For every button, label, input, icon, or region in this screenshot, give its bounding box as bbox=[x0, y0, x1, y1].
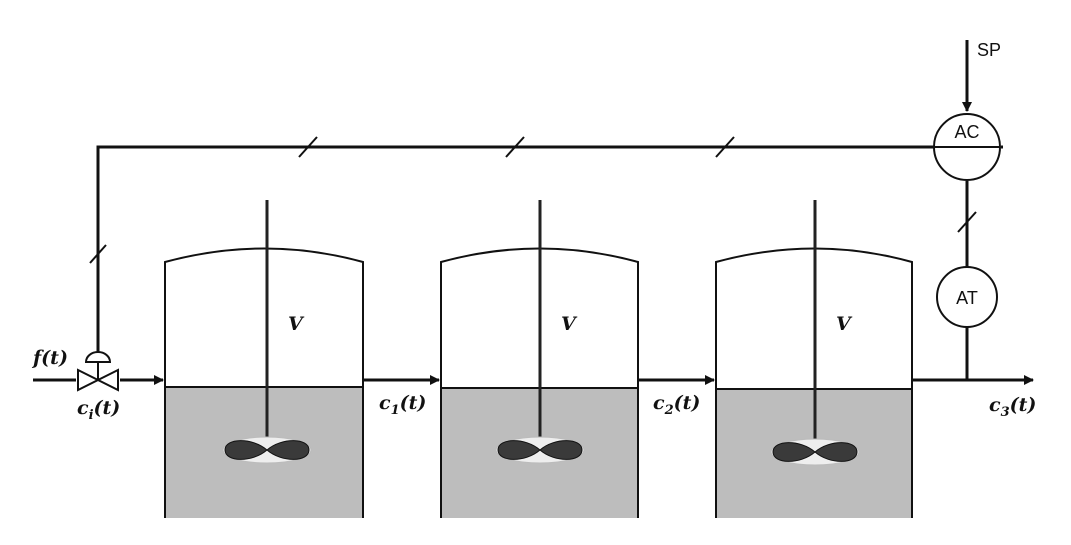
control-signal-line bbox=[96, 145, 937, 352]
control-valve-icon bbox=[77, 351, 119, 392]
tank-3-outlet-concentration-label: c3(t) bbox=[989, 394, 1036, 420]
tank-2-impeller-icon bbox=[495, 436, 585, 464]
transmitter-label: AT bbox=[956, 288, 978, 308]
tank-1-impeller-icon bbox=[222, 436, 312, 464]
setpoint-label: SP bbox=[977, 40, 1001, 60]
signal-tick-marks bbox=[89, 136, 977, 264]
controller-label: AC bbox=[954, 122, 979, 142]
tank-3-volume-label: V bbox=[836, 313, 853, 335]
analyzer-transmitter: AT bbox=[936, 266, 998, 328]
tank-2: V bbox=[440, 200, 639, 518]
tank-1-volume-label: V bbox=[288, 313, 305, 335]
tank-3-impeller-icon bbox=[770, 438, 860, 466]
feed-flow-label: f(t) bbox=[31, 347, 68, 369]
tank-1-outlet-concentration-label: c1(t) bbox=[379, 392, 426, 418]
tank-1: V bbox=[164, 200, 364, 518]
tank-2-volume-label: V bbox=[561, 313, 578, 335]
tank-2-outlet-concentration-label: c2(t) bbox=[653, 392, 700, 418]
tank-3: V bbox=[715, 200, 913, 518]
inlet-concentration-label: ci(t) bbox=[77, 397, 120, 423]
analyzer-controller: AC bbox=[933, 113, 1001, 181]
